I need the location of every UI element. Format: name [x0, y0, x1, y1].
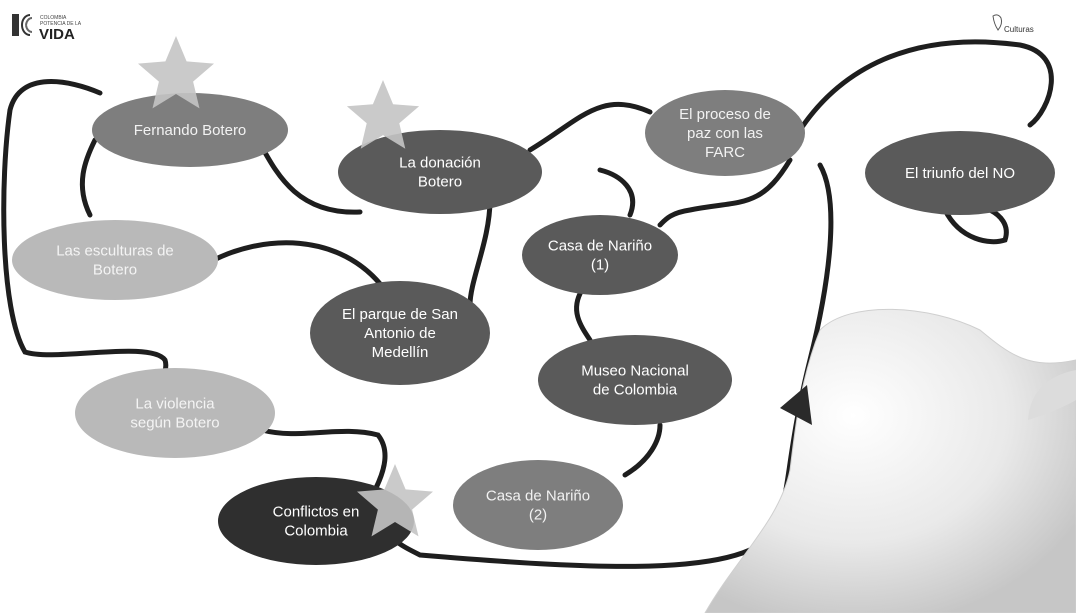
- node-shape: [865, 131, 1055, 215]
- ministry-name: Culturas: [1004, 25, 1034, 34]
- connector: [1, 79, 169, 408]
- connector: [942, 207, 1009, 245]
- logo-text-line1: COLOMBIA: [40, 15, 67, 21]
- connector: [574, 287, 593, 343]
- node-casa1: Casa de Nariño(1): [522, 215, 678, 295]
- node-label: Casa de Nariño(2): [486, 488, 590, 524]
- logo-mark-icon: [12, 14, 33, 36]
- dove-beak-icon: [780, 385, 812, 425]
- connector: [622, 422, 663, 478]
- connector: [207, 240, 388, 293]
- connector: [527, 101, 653, 153]
- node-shape: [92, 93, 288, 167]
- node-shape: [453, 460, 623, 550]
- logo-text-line2: POTENCIA DE LA: [40, 21, 82, 27]
- logo-text-vida: VIDA: [39, 26, 75, 43]
- node-shape: [218, 477, 414, 565]
- node-casa2: Casa de Nariño(2): [453, 460, 623, 550]
- connector: [797, 39, 1054, 133]
- node-label: Fernando Botero: [134, 122, 247, 139]
- ministry-logo: Culturas: [992, 14, 1034, 34]
- node-shape: [338, 130, 542, 214]
- node-shape: [75, 368, 275, 458]
- connector: [657, 157, 793, 228]
- node-shape: [522, 215, 678, 295]
- node-label: El triunfo del NO: [905, 165, 1015, 182]
- star-icon: [346, 80, 420, 149]
- connector: [597, 167, 636, 218]
- star-icon: [138, 36, 214, 109]
- node-fernando: Fernando Botero: [92, 36, 288, 167]
- node-shape: [538, 335, 732, 425]
- connector: [79, 137, 98, 218]
- node-label: Casa de Nariño(1): [548, 238, 652, 274]
- dove-sculpture: [704, 308, 1076, 613]
- star-icon: [357, 464, 433, 537]
- connector: [467, 197, 493, 308]
- ministry-emblem-icon: [992, 14, 1003, 31]
- node-shape: [12, 220, 218, 300]
- node-shape: [310, 281, 490, 385]
- connector: [259, 427, 388, 493]
- node-triunfo: El triunfo del NO: [865, 131, 1055, 215]
- colombia-logo: COLOMBIA POTENCIA DE LA VIDA: [12, 14, 82, 43]
- node-shape: [645, 90, 805, 176]
